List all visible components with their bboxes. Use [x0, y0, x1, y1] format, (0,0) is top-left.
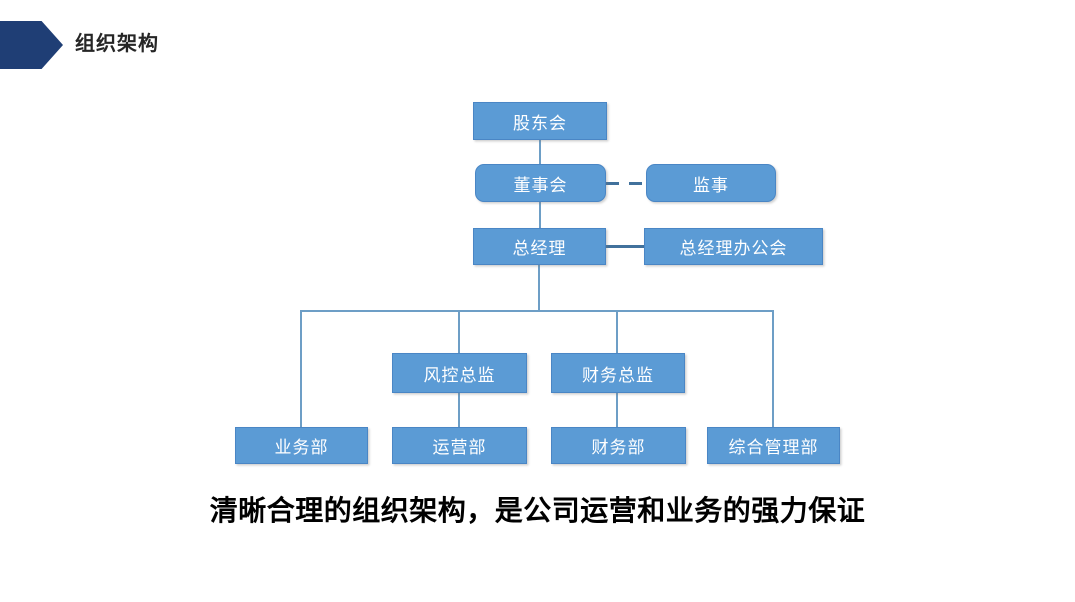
org-node-label: 风控总监	[423, 365, 496, 385]
org-node-finance-dept: 财务部	[551, 427, 686, 464]
org-node-finance-director: 财务总监	[551, 353, 685, 393]
connector-board-gm	[539, 202, 541, 228]
title-arrow-icon	[0, 21, 63, 69]
connector-drop-finance-director	[616, 310, 618, 353]
connector-board-supervisor-dashed	[606, 182, 646, 185]
connector-drop-business	[300, 310, 302, 427]
org-node-shareholders: 股东会	[473, 102, 607, 140]
connector-drop-risk-director	[458, 310, 460, 353]
org-node-label: 股东会	[513, 113, 567, 133]
org-node-supervisor: 监事	[646, 164, 776, 202]
org-node-label: 综合管理部	[728, 438, 819, 457]
org-node-label: 董事会	[513, 175, 568, 195]
connector-shareholders-board	[539, 140, 541, 164]
connector-risk-operations	[458, 393, 460, 427]
org-node-operations-dept: 运营部	[392, 427, 527, 464]
org-node-general-manager: 总经理	[473, 228, 606, 265]
org-node-label: 监事	[693, 175, 729, 195]
org-node-label: 财务总监	[582, 365, 654, 385]
org-node-label: 运营部	[432, 438, 487, 457]
org-node-label: 总经理办公会	[679, 239, 788, 258]
org-node-label: 总经理	[512, 239, 567, 258]
connector-gm-trunk	[538, 265, 540, 310]
page-title: 组织架构	[75, 33, 159, 55]
org-node-label: 财务部	[591, 438, 646, 457]
connector-horizontal-bus	[301, 310, 774, 312]
slide-caption: 清晰合理的组织架构，是公司运营和业务的强力保证	[209, 495, 866, 526]
org-node-label: 业务部	[274, 438, 329, 457]
org-node-business-dept: 业务部	[235, 427, 368, 464]
org-node-board: 董事会	[475, 164, 606, 202]
connector-gm-office	[606, 245, 644, 248]
connector-finance-director-dept	[616, 393, 618, 427]
org-node-general-admin-dept: 综合管理部	[707, 427, 840, 464]
org-node-risk-director: 风控总监	[392, 353, 527, 393]
org-node-gm-office: 总经理办公会	[644, 228, 823, 265]
connector-drop-general-admin	[772, 310, 774, 427]
